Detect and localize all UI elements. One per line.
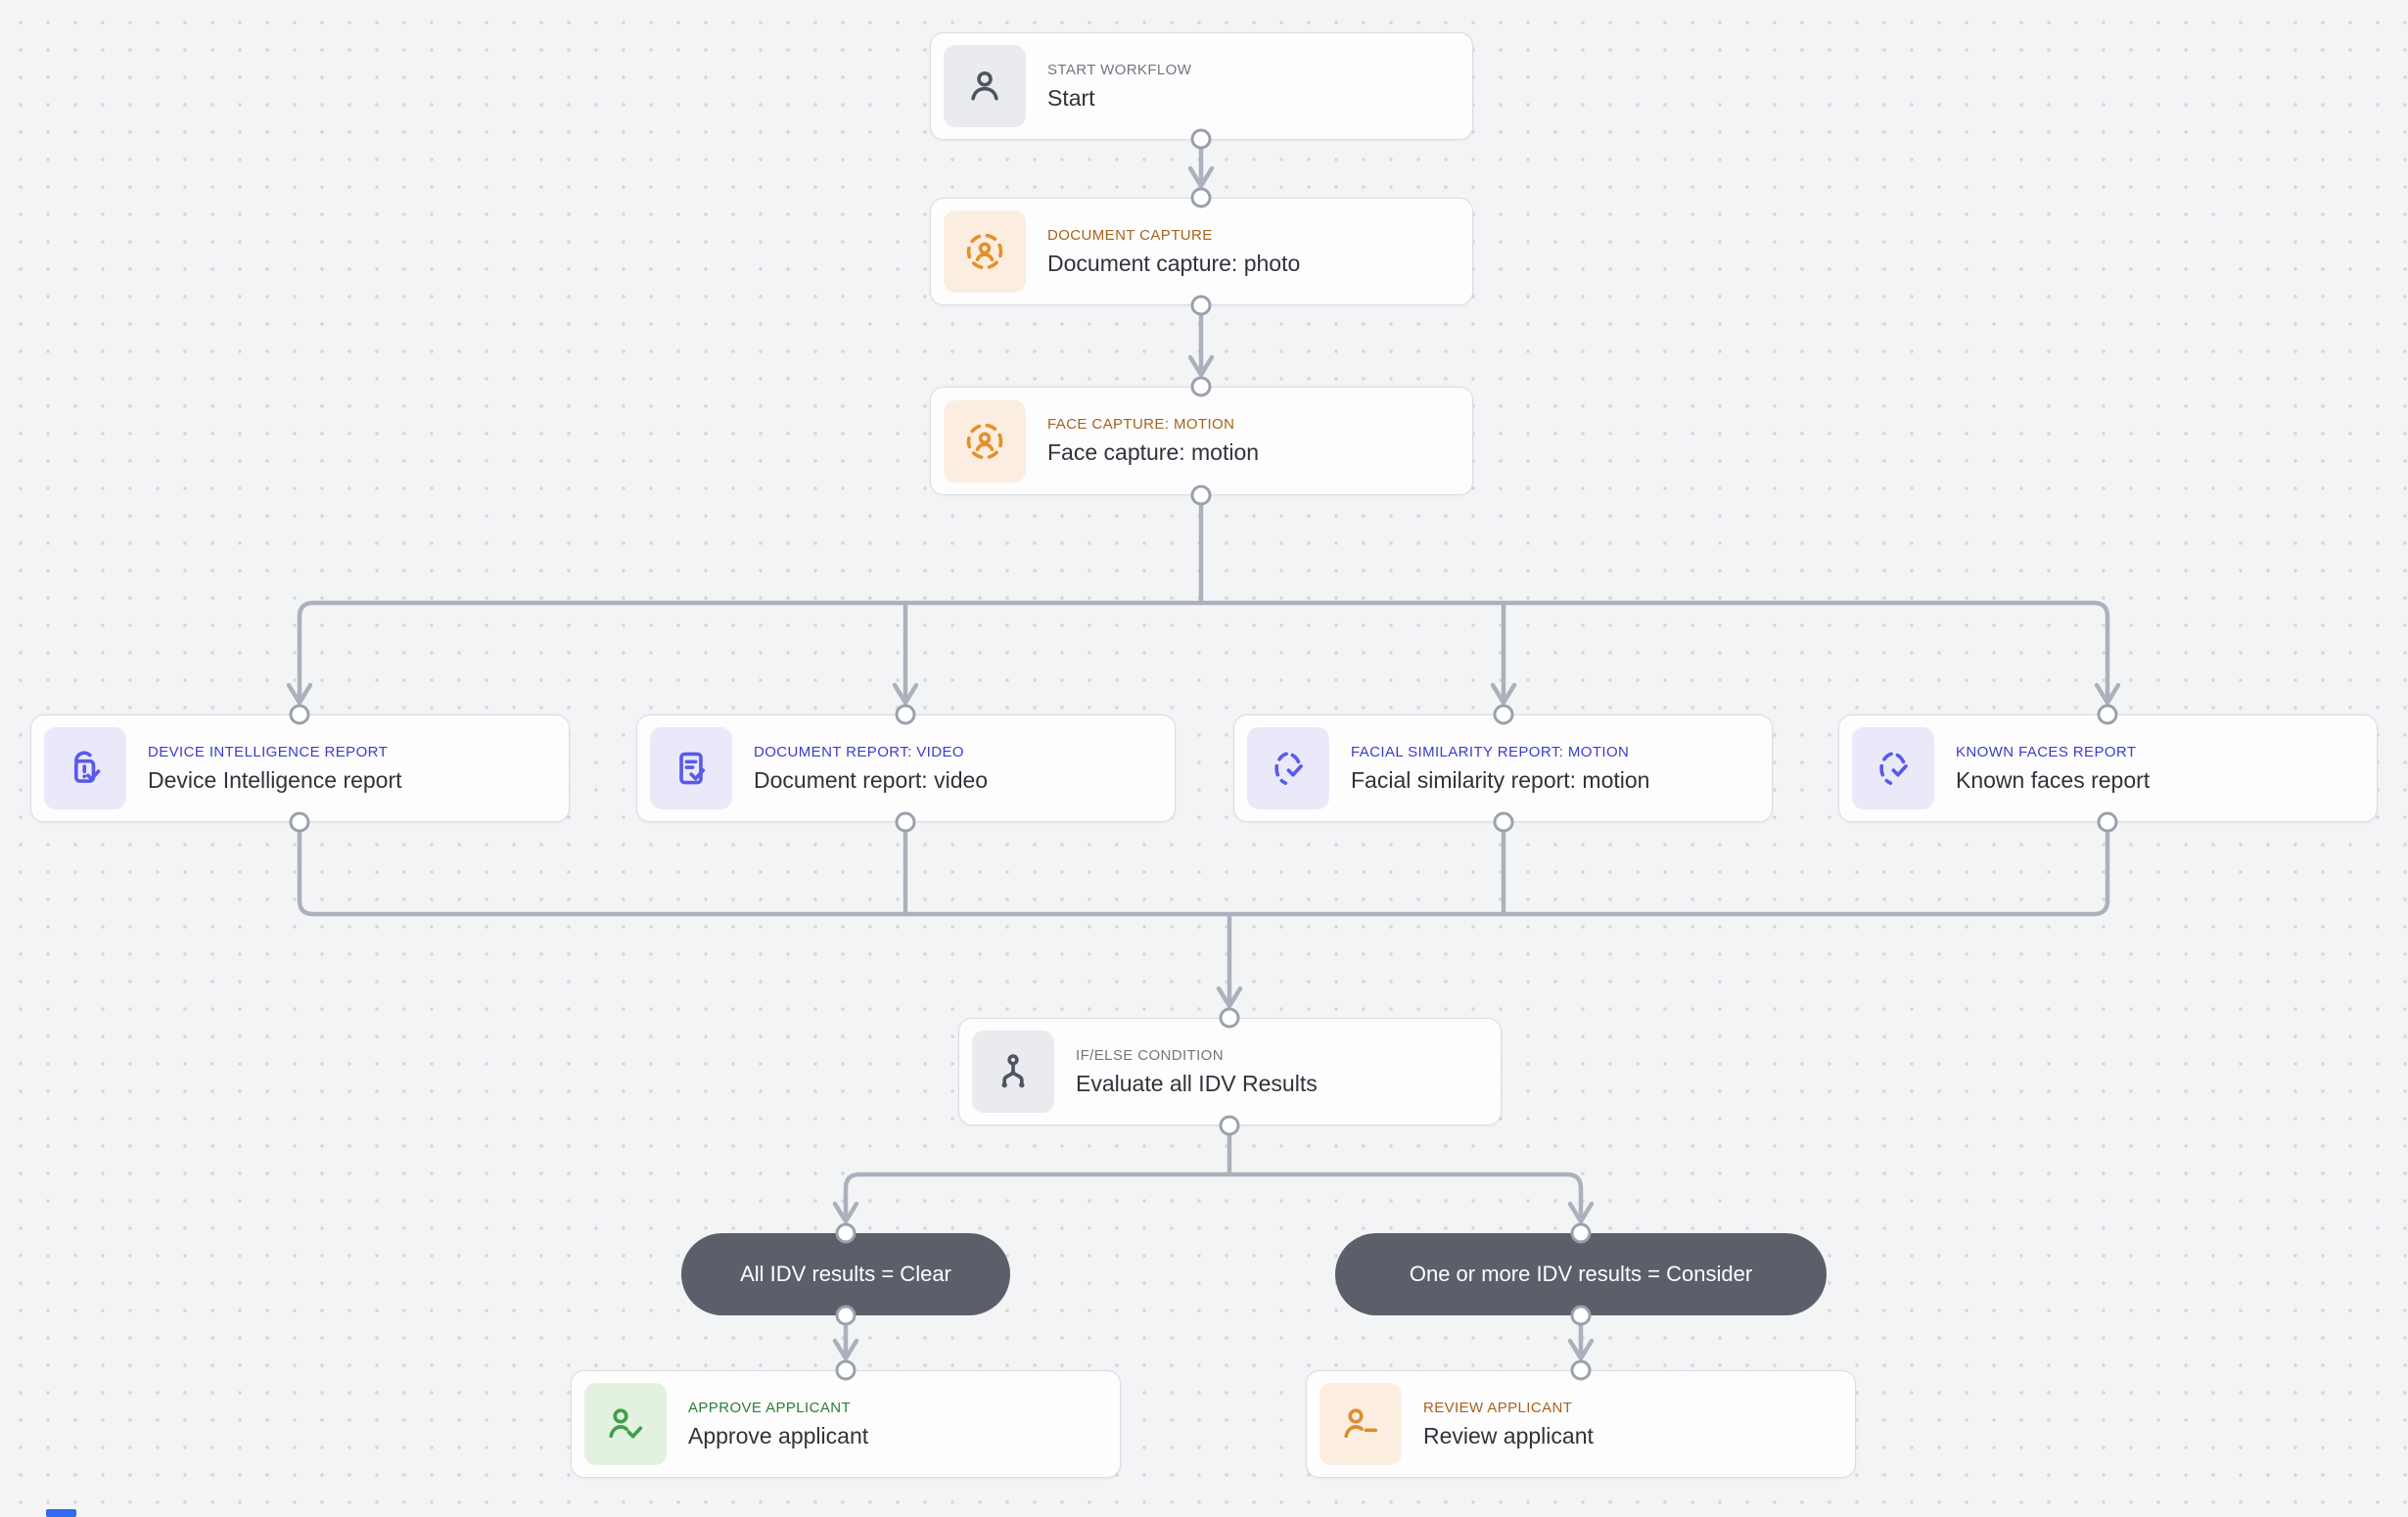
node-text: FACE CAPTURE: MOTION Face capture: motion (1047, 416, 1259, 466)
condition-pill-one-or-more-consider[interactable]: One or more IDV results = Consider (1335, 1233, 1827, 1315)
node-type-label: IF/ELSE CONDITION (1076, 1046, 1224, 1064)
edge-path (297, 828, 2110, 917)
node-text: START WORKFLOW Start (1047, 62, 1191, 112)
node-type-label: DOCUMENT REPORT: VIDEO (754, 743, 964, 760)
node-type-label: KNOWN FACES REPORT (1956, 743, 2137, 760)
edge-path (1567, 1201, 1595, 1224)
node-title: Review applicant (1423, 1422, 1594, 1448)
face-capture-icon (944, 210, 1026, 293)
node-type-label: FACE CAPTURE: MOTION (1047, 416, 1235, 433)
workflow-node-known-faces-report[interactable]: KNOWN FACES REPORT Known faces report (1838, 714, 2378, 822)
node-title: Known faces report (1956, 766, 2151, 793)
node-title: Face capture: motion (1047, 439, 1260, 465)
person-check-icon (584, 1383, 667, 1465)
node-text: DOCUMENT CAPTURE Document capture: photo (1047, 227, 1300, 277)
node-text: REVIEW APPLICANT Review applicant (1423, 1400, 1594, 1449)
node-title: Document capture: photo (1047, 250, 1301, 276)
workflow-node-facial-similarity-report[interactable]: FACIAL SIMILARITY REPORT: MOTION Facial s… (1233, 714, 1773, 822)
clipped-ui-element (46, 1509, 76, 1517)
workflow-node-if-else-condition[interactable]: IF/ELSE CONDITION Evaluate all IDV Result… (958, 1018, 1502, 1126)
node-text: KNOWN FACES REPORT Known faces report (1956, 744, 2150, 794)
workflow-node-review-applicant[interactable]: REVIEW APPLICANT Review applicant (1306, 1370, 1856, 1478)
device-check-icon (44, 727, 126, 809)
person-dash-icon (1320, 1383, 1402, 1465)
edge-path (1187, 165, 1215, 189)
person-icon (944, 45, 1026, 127)
edge-path (843, 1172, 1584, 1223)
workflow-node-face-capture[interactable]: FACE CAPTURE: MOTION Face capture: motion (930, 387, 1473, 495)
edge-path (286, 682, 313, 706)
edge-path (1187, 354, 1215, 378)
node-title: Facial similarity report: motion (1351, 766, 1650, 793)
condition-pill-all-clear[interactable]: All IDV results = Clear (681, 1233, 1010, 1315)
node-text: IF/ELSE CONDITION Evaluate all IDV Result… (1076, 1047, 1318, 1097)
node-type-label: FACIAL SIMILARITY REPORT: MOTION (1351, 743, 1630, 760)
face-check-icon (1852, 727, 1934, 809)
node-title: Approve applicant (688, 1422, 869, 1448)
node-text: FACIAL SIMILARITY REPORT: MOTION Facial s… (1351, 744, 1649, 794)
face-check-icon (1247, 727, 1329, 809)
edge-path (892, 682, 919, 706)
edge-path (2094, 682, 2121, 706)
node-title: Document report: video (754, 766, 989, 793)
edge-path (1216, 986, 1243, 1009)
node-type-label: START WORKFLOW (1047, 61, 1192, 78)
edge-path (297, 600, 2110, 705)
edge-path (832, 1201, 859, 1224)
node-type-label: DOCUMENT CAPTURE (1047, 226, 1213, 244)
face-capture-icon (944, 399, 1026, 483)
node-type-label: REVIEW APPLICANT (1423, 1399, 1573, 1416)
node-text: DEVICE INTELLIGENCE REPORT Device Intelli… (148, 744, 402, 794)
workflow-node-start[interactable]: START WORKFLOW Start (930, 32, 1473, 140)
edge-path (1490, 682, 1517, 706)
node-text: DOCUMENT REPORT: VIDEO Document report: v… (754, 744, 988, 794)
node-type-label: APPROVE APPLICANT (688, 1399, 852, 1416)
edge-path (1567, 1338, 1595, 1361)
workflow-node-approve-applicant[interactable]: APPROVE APPLICANT Approve applicant (571, 1370, 1121, 1478)
edge-path (832, 1338, 859, 1361)
node-title: Device Intelligence report (148, 766, 402, 793)
branch-icon (972, 1031, 1054, 1113)
workflow-node-document-capture[interactable]: DOCUMENT CAPTURE Document capture: photo (930, 198, 1473, 305)
workflow-node-device-intelligence-report[interactable]: DEVICE INTELLIGENCE REPORT Device Intelli… (30, 714, 570, 822)
node-text: APPROVE APPLICANT Approve applicant (688, 1400, 868, 1449)
doc-check-icon (650, 727, 732, 809)
node-title: Start (1047, 84, 1095, 111)
node-type-label: DEVICE INTELLIGENCE REPORT (148, 743, 389, 760)
workflow-node-document-report-video[interactable]: DOCUMENT REPORT: VIDEO Document report: v… (636, 714, 1176, 822)
node-title: Evaluate all IDV Results (1076, 1070, 1318, 1096)
